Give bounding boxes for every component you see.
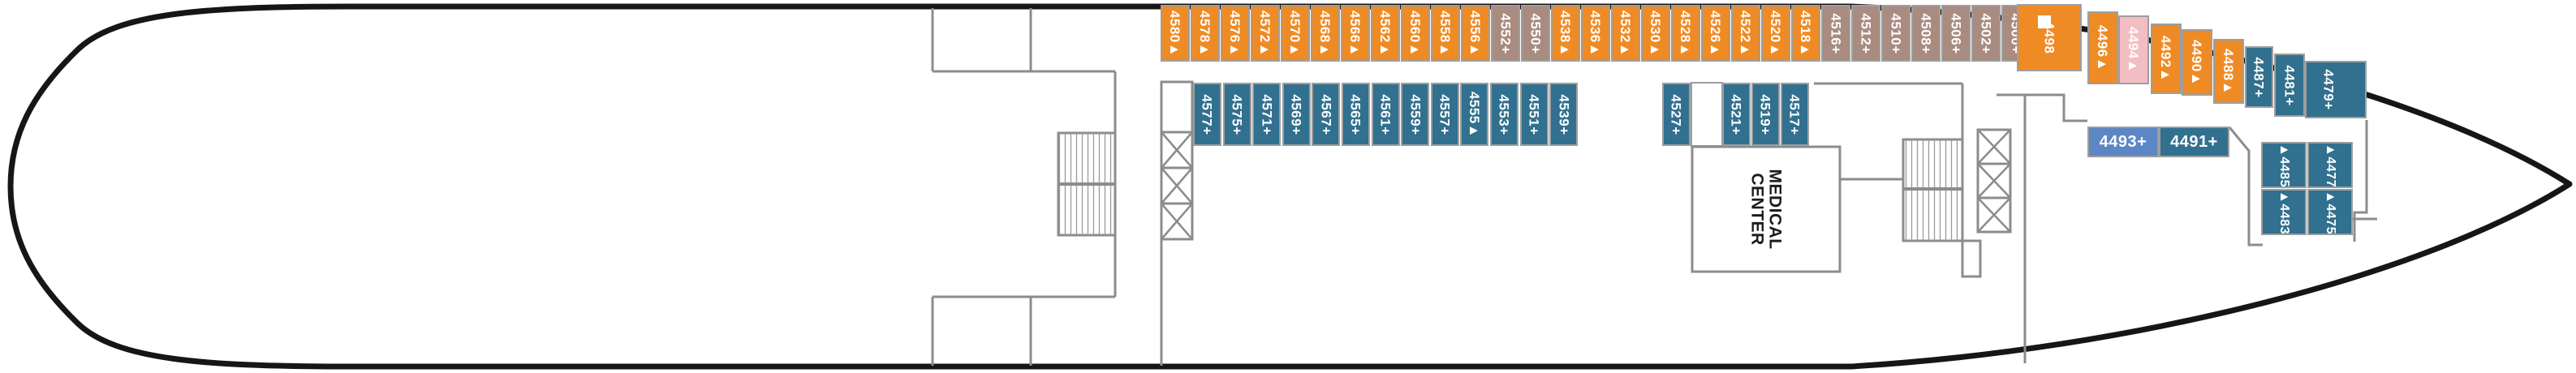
cabin-4555[interactable]: 4555▲ [1460, 83, 1489, 146]
cabin-4475[interactable]: ▲4475 [2307, 189, 2353, 235]
cabin-4530[interactable]: 4530▲ [1641, 5, 1670, 62]
cabin-4516[interactable]: 4516+ [1821, 5, 1850, 62]
empty-cabin-slot [1691, 82, 1723, 147]
elevator-icon [1160, 166, 1194, 205]
stairs-forward [1902, 138, 1982, 278]
cabin-4485[interactable]: ▲4485 [2261, 142, 2307, 188]
suite-square-symbol [2038, 15, 2051, 28]
cabin-4488[interactable]: 4488▲ [2213, 39, 2244, 104]
elevator-bank-forward [1976, 128, 2012, 234]
cabin-4528[interactable]: 4528▲ [1671, 5, 1700, 62]
cabin-4496[interactable]: 4496▲ [2087, 11, 2118, 84]
cabin-4532[interactable]: 4532▲ [1611, 5, 1640, 62]
cabin-4518[interactable]: 4518▲ [1791, 5, 1820, 62]
cabin-4557[interactable]: 4557+ [1430, 83, 1459, 146]
elevator-icon [1160, 202, 1194, 241]
cabin-4567[interactable]: 4567+ [1312, 83, 1341, 146]
cabin-4483[interactable]: ▲4483 [2261, 189, 2307, 235]
cabin-4527[interactable]: 4527+ [1662, 83, 1691, 146]
cabin-4569[interactable]: 4569+ [1282, 83, 1311, 146]
cabin-4536[interactable]: 4536▲ [1581, 5, 1610, 62]
cabin-4571[interactable]: 4571+ [1252, 83, 1282, 146]
elevator-icon [1976, 128, 2012, 165]
cabin-4517[interactable]: 4517+ [1781, 83, 1809, 146]
cabin-4479[interactable]: 4479+ [2305, 61, 2367, 118]
cabin-4539[interactable]: 4539+ [1549, 83, 1579, 146]
cabin-4561[interactable]: 4561+ [1371, 83, 1400, 146]
cabin-4510[interactable]: 4510+ [1881, 5, 1910, 62]
cabin-4493[interactable]: 4493+ [2087, 126, 2159, 157]
cabin-4520[interactable]: 4520▲ [1761, 5, 1790, 62]
cabin-4558[interactable]: 4558▲ [1431, 5, 1460, 62]
cabin-4550[interactable]: 4550+ [1521, 5, 1550, 62]
elevator-icon [1976, 162, 2012, 199]
cabin-4552[interactable]: 4552+ [1491, 5, 1520, 62]
cabin-4572[interactable]: 4572▲ [1251, 5, 1280, 62]
forward-corridor-walls [1814, 82, 2087, 363]
cabin-4556[interactable]: 4556▲ [1461, 5, 1490, 62]
medical-center-room [1691, 145, 1903, 273]
cabin-4512[interactable]: 4512+ [1851, 5, 1880, 62]
cabin-4487[interactable]: 4487+ [2245, 46, 2273, 108]
cabin-4506[interactable]: 4506+ [1941, 5, 1971, 62]
ship-hull-outline [7, 3, 2573, 370]
cabin-4576[interactable]: 4576▲ [1221, 5, 1250, 62]
cabin-4519[interactable]: 4519+ [1751, 83, 1780, 146]
cabin-4570[interactable]: 4570▲ [1281, 5, 1310, 62]
cabin-4521[interactable]: 4521+ [1722, 83, 1751, 146]
cabin-4538[interactable]: 4538▲ [1551, 5, 1580, 62]
cabin-4490[interactable]: 4490▲ [2182, 29, 2212, 96]
cabin-4477[interactable]: ▲4477 [2307, 142, 2353, 188]
bow-area-walls [2228, 120, 2377, 247]
cabin-4494[interactable]: 4494▲ [2118, 15, 2149, 84]
cabin-4577[interactable]: 4577+ [1193, 83, 1221, 146]
elevator-icon [1976, 196, 2012, 234]
cabin-4580[interactable]: 4580▲ [1161, 5, 1190, 62]
elevator-bank-midship [1160, 80, 1194, 366]
cabin-4575[interactable]: 4575+ [1222, 83, 1251, 146]
cabin-4498[interactable]: 4498 [2017, 4, 2082, 71]
cabin-4565[interactable]: 4565+ [1342, 83, 1370, 146]
cabin-4568[interactable]: 4568▲ [1311, 5, 1340, 62]
cabin-4559[interactable]: 4559+ [1401, 83, 1430, 146]
cabin-4491[interactable]: 4491+ [2159, 126, 2229, 157]
cabin-4578[interactable]: 4578▲ [1191, 5, 1220, 62]
cabin-4522[interactable]: 4522▲ [1731, 5, 1760, 62]
cabin-4481[interactable]: 4481+ [2274, 54, 2305, 117]
cabin-4551[interactable]: 4551+ [1519, 83, 1549, 146]
cabin-4566[interactable]: 4566▲ [1341, 5, 1370, 62]
cabin-4560[interactable]: 4560▲ [1401, 5, 1430, 62]
cabin-4502[interactable]: 4502+ [1971, 5, 2001, 62]
cabin-4526[interactable]: 4526▲ [1701, 5, 1730, 62]
cabin-4553[interactable]: 4553+ [1490, 83, 1518, 146]
cabin-4562[interactable]: 4562▲ [1371, 5, 1400, 62]
elevator-icon [1160, 131, 1194, 169]
cabin-4508[interactable]: 4508+ [1911, 5, 1941, 62]
cabin-4492[interactable]: 4492▲ [2151, 24, 2182, 94]
stairs-midship [1057, 131, 1117, 237]
